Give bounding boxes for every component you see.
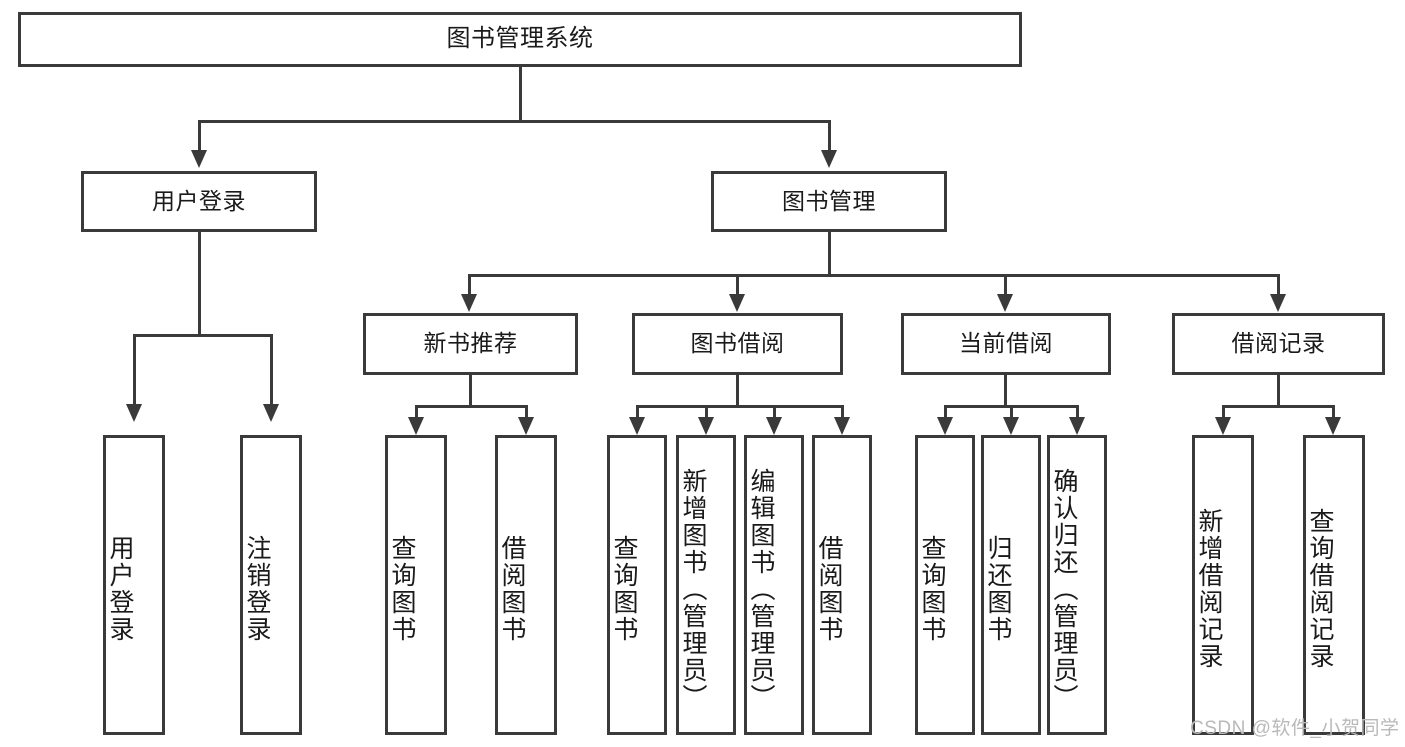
node-label: 新增借阅记录 [1195,508,1223,670]
node-label: 用户登录 [152,187,246,214]
edge-drop-bb-leaf-1 [636,405,639,419]
leaf-cb-return-book[interactable]: 归还图书 [981,435,1041,735]
leaf-nb-borrow-book[interactable]: 借阅图书 [495,435,557,735]
arrow-to-bb-leaf-3 [766,417,782,435]
leaf-nb-query-book[interactable]: 查询图书 [385,435,447,735]
edge-borrow-record-bar [1222,405,1335,408]
edge-drop-br-leaf-2 [1332,405,1335,419]
node-label: 借阅图书 [498,535,526,643]
edge-root-split-bar [198,120,831,123]
edge-drop-leaf-logout [270,334,273,406]
edge-drop-book-borrow [736,274,739,296]
edge-drop-user-login [198,120,201,152]
node-label: 新增图书（管理员） [679,467,707,711]
node-label: 用户登录 [106,535,134,643]
node-label: 图书借阅 [690,330,785,357]
edge-drop-cb-leaf-2 [1010,405,1013,419]
edge-user-login-stem [198,232,201,334]
arrow-to-book-borrow [729,294,745,312]
edge-drop-nb-leaf-1 [415,405,418,419]
edge-book-borrow-bar [636,405,844,408]
edge-drop-bb-leaf-2 [705,405,708,419]
node-label: 编辑图书（管理员） [747,467,775,711]
edge-drop-new-book [468,274,471,296]
leaf-bb-edit-book-admin[interactable]: 编辑图书（管理员） [744,435,804,735]
leaf-br-query-record[interactable]: 查询借阅记录 [1303,435,1365,735]
arrow-to-cb-leaf-1 [937,417,953,435]
leaf-br-add-record[interactable]: 新增借阅记录 [1192,435,1254,735]
node-label: 查询图书 [388,535,416,643]
arrow-to-new-book [461,294,477,312]
arrow-to-nb-leaf-2 [518,417,534,435]
arrow-to-current-borrow [997,294,1013,312]
edge-drop-nb-leaf-2 [525,405,528,419]
edge-book-manage-bar [468,274,1280,277]
edge-drop-leaf-user-login [133,334,136,406]
edge-drop-cb-leaf-1 [944,405,947,419]
node-book-borrow[interactable]: 图书借阅 [632,313,843,375]
leaf-user-login[interactable]: 用户登录 [103,435,165,735]
arrow-to-leaf-logout [263,404,279,422]
arrow-to-br-leaf-1 [1215,417,1231,435]
watermark-text: CSDN @软件_小贺同学 [1190,718,1400,739]
node-new-book-recommend[interactable]: 新书推荐 [363,313,578,375]
leaf-logout[interactable]: 注销登录 [240,435,302,735]
leaf-bb-query-book[interactable]: 查询图书 [607,435,667,735]
leaf-cb-query-book[interactable]: 查询图书 [915,435,975,735]
leaf-bb-add-book-admin[interactable]: 新增图书（管理员） [676,435,736,735]
edge-drop-cb-leaf-3 [1076,405,1079,419]
arrow-to-bb-leaf-1 [629,417,645,435]
edge-current-borrow-stem [1004,375,1007,407]
node-borrow-record[interactable]: 借阅记录 [1172,313,1385,375]
edge-drop-bb-leaf-4 [841,405,844,419]
arrow-to-cb-leaf-2 [1003,417,1019,435]
node-label: 注销登录 [243,535,271,643]
node-root-system[interactable]: 图书管理系统 [18,12,1022,67]
node-label: 归还图书 [984,535,1012,643]
edge-new-book-bar [415,405,528,408]
edge-user-login-bar [133,334,273,337]
node-label: 当前借阅 [959,330,1053,357]
arrow-to-bb-leaf-4 [834,417,850,435]
node-label: 查询图书 [610,535,638,643]
arrow-to-borrow-record [1270,294,1286,312]
arrow-to-user-login [191,150,207,168]
arrow-to-bb-leaf-2 [698,417,714,435]
edge-root-stem [519,67,522,120]
node-user-login[interactable]: 用户登录 [81,171,317,232]
edge-drop-bb-leaf-3 [773,405,776,419]
node-label: 查询图书 [918,535,946,643]
edge-book-borrow-stem [736,375,739,407]
leaf-bb-borrow-book[interactable]: 借阅图书 [812,435,872,735]
arrow-to-cb-leaf-3 [1069,417,1085,435]
arrow-to-leaf-user-login [126,404,142,422]
edge-new-book-stem [469,375,472,407]
edge-book-manage-stem [828,232,831,274]
arrow-to-book-manage [821,150,837,168]
leaf-cb-confirm-return-admin[interactable]: 确认归还（管理员） [1047,435,1107,735]
edge-drop-borrow-record [1277,274,1280,296]
node-book-manage[interactable]: 图书管理 [711,171,947,232]
node-label: 借阅图书 [815,535,843,643]
edge-drop-current-borrow [1004,274,1007,296]
edge-borrow-record-stem [1277,375,1280,407]
node-label: 查询借阅记录 [1306,508,1334,670]
arrow-to-nb-leaf-1 [408,417,424,435]
edge-drop-book-manage [828,120,831,152]
node-label: 新书推荐 [423,330,518,357]
node-label: 图书管理系统 [446,25,594,53]
edge-drop-br-leaf-1 [1222,405,1225,419]
node-label: 图书管理 [782,187,876,214]
node-label: 借阅记录 [1231,330,1326,357]
node-current-borrow[interactable]: 当前借阅 [901,313,1111,375]
node-label: 确认归还（管理员） [1050,467,1078,711]
arrow-to-br-leaf-2 [1325,417,1341,435]
